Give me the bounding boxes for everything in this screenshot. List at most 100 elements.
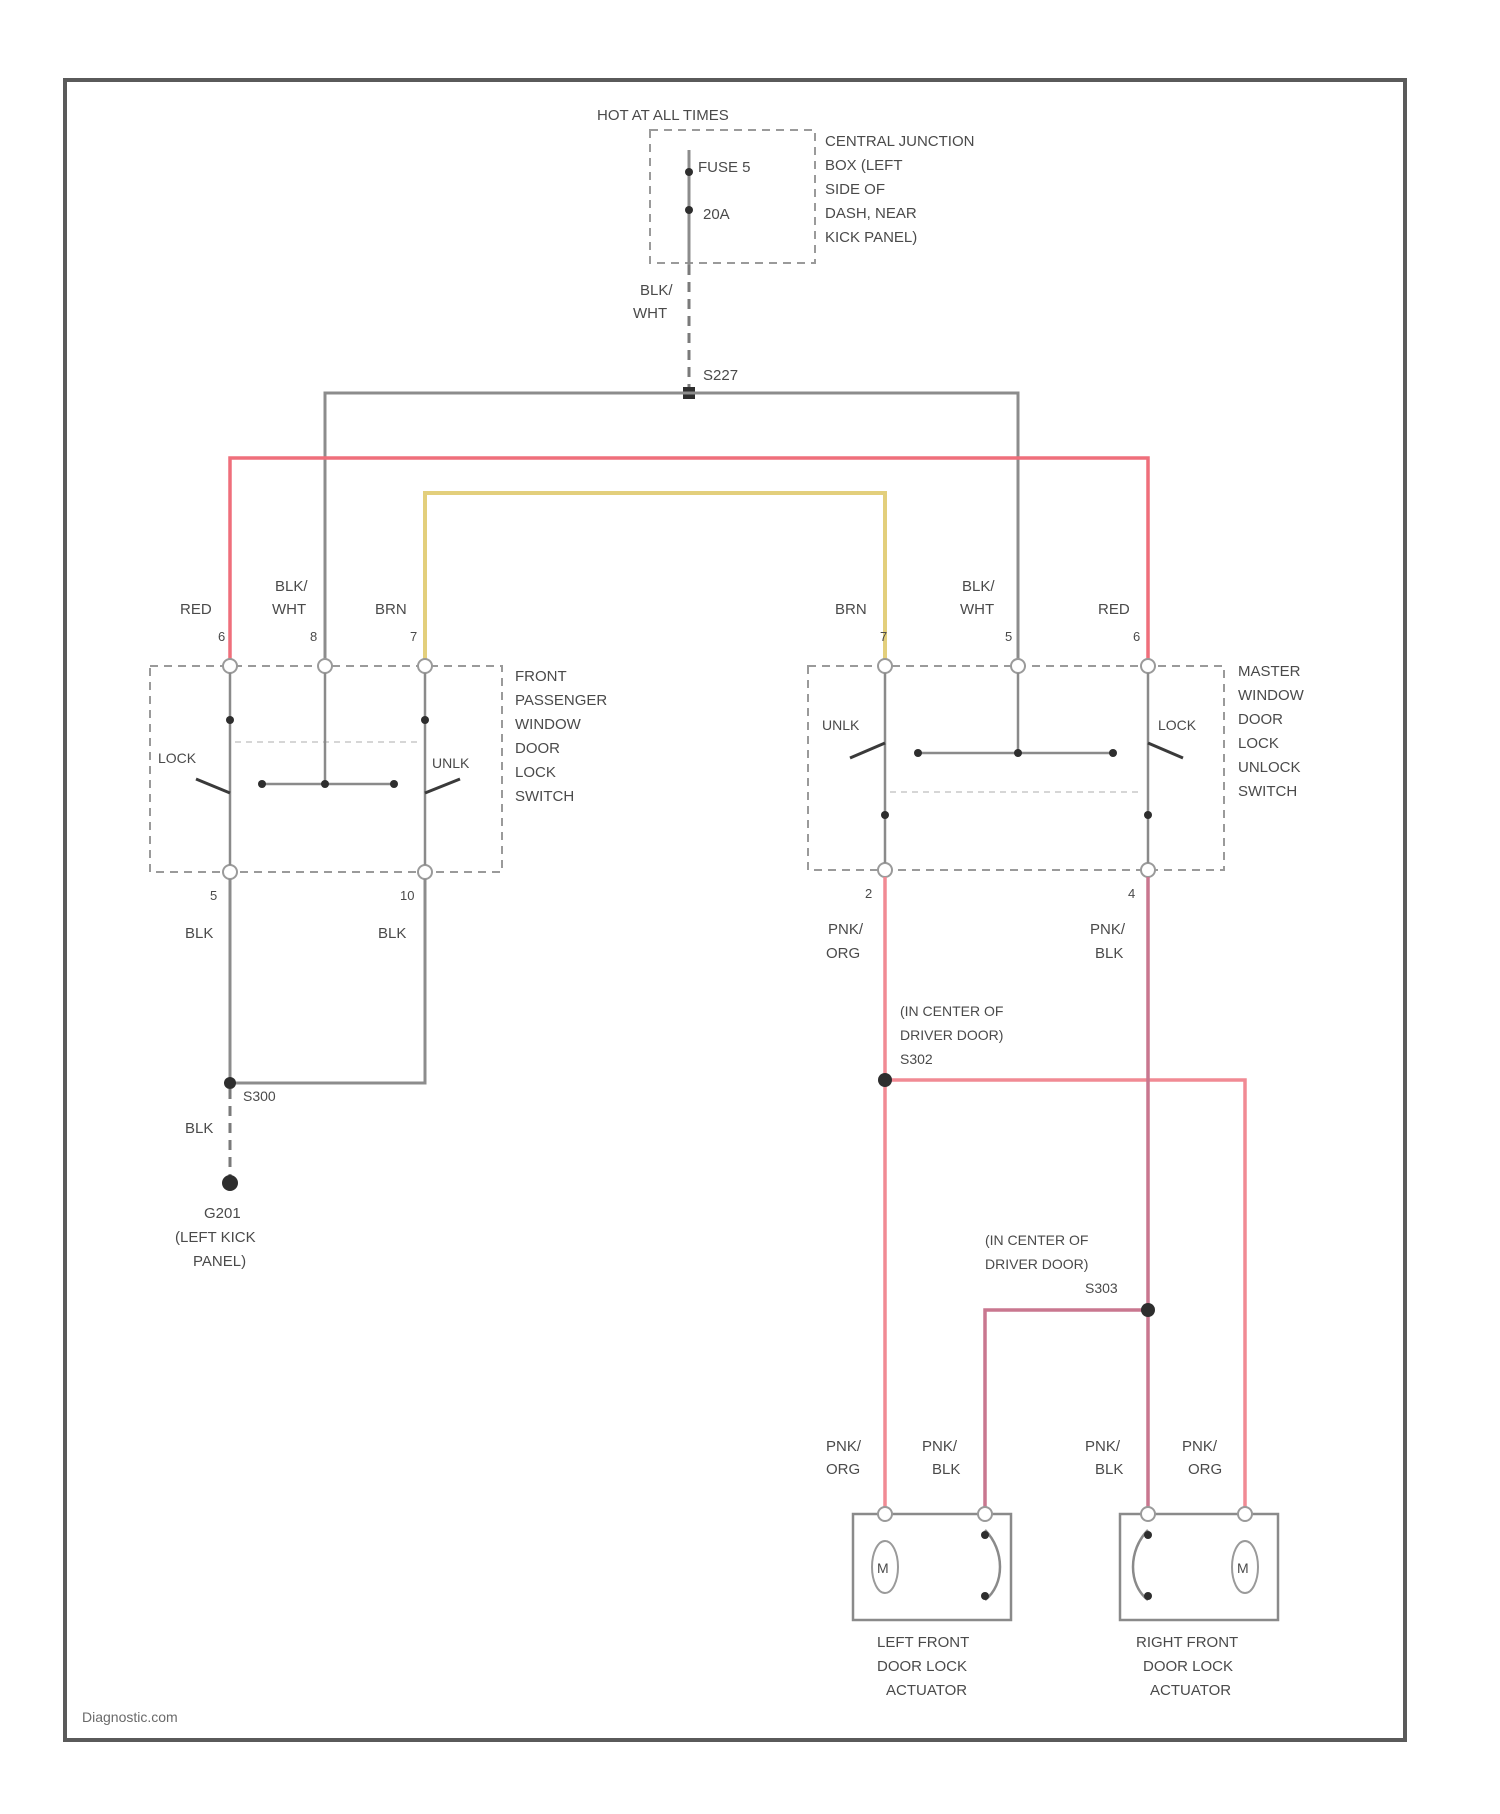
right-actuator-contact	[1144, 1531, 1152, 1539]
left-actuator-return	[985, 1530, 1000, 1600]
passenger-contact	[421, 716, 429, 724]
master-lock-label: LOCK	[1158, 717, 1197, 733]
svg-text:BLK: BLK	[378, 925, 406, 942]
svg-text:(LEFT KICK: (LEFT KICK	[175, 1229, 256, 1246]
feed-wire-color: BLK/ WHT	[633, 282, 673, 322]
svg-text:LEFT FRONT: LEFT FRONT	[877, 1634, 969, 1651]
svg-text:PNK/: PNK/	[826, 1438, 862, 1455]
fuse-terminal-bottom	[685, 206, 693, 214]
fuse-rating: 20A	[703, 206, 730, 223]
svg-text:WHT: WHT	[272, 601, 306, 618]
master-bottom-labels: 2 4 PNK/ ORG PNK/ BLK	[826, 886, 1135, 962]
svg-text:FRONT: FRONT	[515, 668, 567, 685]
svg-text:5: 5	[210, 888, 217, 903]
passenger-contact	[226, 716, 234, 724]
svg-text:ORG: ORG	[1188, 1461, 1222, 1478]
credit-watermark: Diagnostic.com	[82, 1709, 178, 1725]
master-switch-name: MASTER WINDOW DOOR LOCK UNLOCK SWITCH	[1238, 663, 1305, 800]
svg-text:BLK: BLK	[1095, 945, 1123, 962]
svg-text:BLK: BLK	[185, 925, 213, 942]
splice-s300-label: S300	[243, 1088, 276, 1104]
master-contact	[914, 749, 922, 757]
source-label: HOT AT ALL TIMES	[597, 107, 729, 124]
svg-text:DRIVER DOOR): DRIVER DOOR)	[985, 1256, 1088, 1272]
svg-text:BLK/: BLK/	[962, 578, 995, 595]
master-wire-labels: BRN 7 BLK/ WHT 5 RED 6	[835, 578, 1140, 644]
master-contact	[881, 811, 889, 819]
right-actuator-label: RIGHT FRONT DOOR LOCK ACTUATOR	[1136, 1634, 1238, 1699]
master-pin-6	[1141, 659, 1155, 673]
master-contact	[1109, 749, 1117, 757]
svg-text:BLK: BLK	[1095, 1461, 1123, 1478]
master-pin-2	[878, 863, 892, 877]
svg-text:LOCK: LOCK	[1238, 735, 1279, 752]
ground-wire-blk-right	[230, 879, 425, 1083]
passenger-contact	[321, 780, 329, 788]
svg-text:PNK/: PNK/	[1182, 1438, 1218, 1455]
master-lock-contact	[1148, 743, 1183, 758]
svg-text:DASH, NEAR: DASH, NEAR	[825, 205, 917, 222]
svg-text:DOOR LOCK: DOOR LOCK	[877, 1658, 967, 1675]
left-actuator-label: LEFT FRONT DOOR LOCK ACTUATOR	[877, 1634, 969, 1699]
svg-text:RED: RED	[180, 601, 212, 618]
svg-text:KICK PANEL): KICK PANEL)	[825, 229, 917, 246]
passenger-pin-6	[223, 659, 237, 673]
splice-s227-label: S227	[703, 367, 738, 384]
svg-text:SWITCH: SWITCH	[1238, 783, 1297, 800]
right-actuator-return	[1133, 1530, 1148, 1600]
blk-wht-bus	[325, 393, 1018, 666]
svg-text:(IN CENTER OF: (IN CENTER OF	[985, 1232, 1088, 1248]
svg-text:PNK/: PNK/	[1090, 921, 1126, 938]
master-contact	[1014, 749, 1022, 757]
svg-text:DOOR: DOOR	[515, 740, 560, 757]
left-actuator-pin-b	[978, 1507, 992, 1521]
master-unlock-label: UNLK	[822, 717, 860, 733]
svg-text:ACTUATOR: ACTUATOR	[1150, 1682, 1231, 1699]
svg-text:DOOR LOCK: DOOR LOCK	[1143, 1658, 1233, 1675]
right-actuator-motor-symbol: M	[1237, 1560, 1249, 1576]
svg-text:DRIVER DOOR): DRIVER DOOR)	[900, 1027, 1003, 1043]
svg-text:(IN CENTER OF: (IN CENTER OF	[900, 1003, 1003, 1019]
svg-text:WINDOW: WINDOW	[515, 716, 582, 733]
svg-text:WINDOW: WINDOW	[1238, 687, 1305, 704]
passenger-contact	[390, 780, 398, 788]
passenger-pin-7	[418, 659, 432, 673]
right-actuator-contact	[1144, 1592, 1152, 1600]
passenger-lock-label: LOCK	[158, 750, 197, 766]
splice-s302-label: (IN CENTER OF DRIVER DOOR) S302	[900, 1003, 1003, 1067]
svg-text:SIDE OF: SIDE OF	[825, 181, 885, 198]
passenger-pin-5	[223, 865, 237, 879]
svg-text:BRN: BRN	[835, 601, 867, 618]
svg-text:RIGHT FRONT: RIGHT FRONT	[1136, 1634, 1238, 1651]
master-pin-5	[1011, 659, 1025, 673]
master-pin-7	[878, 659, 892, 673]
passenger-lock-contact	[196, 779, 230, 793]
master-unlock-contact	[850, 743, 885, 758]
svg-text:ACTUATOR: ACTUATOR	[886, 1682, 967, 1699]
splice-s303	[1141, 1303, 1155, 1317]
svg-text:G201: G201	[204, 1205, 241, 1222]
svg-text:S303: S303	[1085, 1280, 1118, 1296]
fuse-name: FUSE 5	[698, 159, 751, 176]
passenger-switch-name: FRONT PASSENGER WINDOW DOOR LOCK SWITCH	[515, 668, 607, 805]
svg-text:RED: RED	[1098, 601, 1130, 618]
svg-text:SWITCH: SWITCH	[515, 788, 574, 805]
svg-text:ORG: ORG	[826, 945, 860, 962]
brn-wire	[425, 493, 885, 666]
left-actuator-contact	[981, 1531, 989, 1539]
svg-text:S302: S302	[900, 1051, 933, 1067]
left-actuator-contact	[981, 1592, 989, 1600]
svg-text:8: 8	[310, 629, 317, 644]
left-actuator-motor-symbol: M	[877, 1560, 889, 1576]
splice-s300	[224, 1077, 236, 1089]
svg-text:2: 2	[865, 886, 872, 901]
svg-text:BLK/: BLK/	[275, 578, 308, 595]
diagram-frame	[65, 80, 1405, 1740]
svg-text:WHT: WHT	[633, 305, 667, 322]
passenger-unlock-contact	[425, 779, 460, 793]
svg-text:4: 4	[1128, 886, 1135, 901]
svg-text:PANEL): PANEL)	[193, 1253, 246, 1270]
svg-text:PNK/: PNK/	[1085, 1438, 1121, 1455]
left-actuator-pin-a	[878, 1507, 892, 1521]
